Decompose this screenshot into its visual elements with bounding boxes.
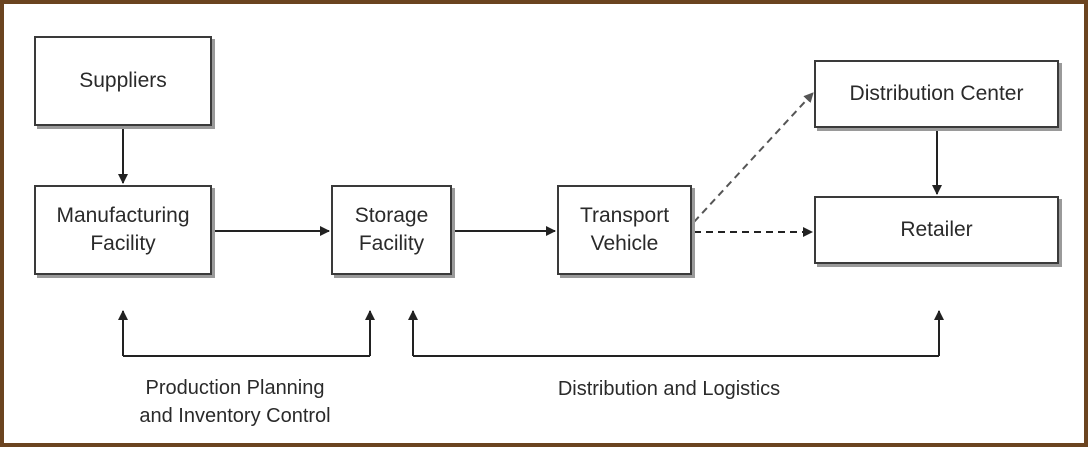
caption-distribution-logistics: Distribution and Logistics (504, 375, 834, 403)
node-transport-vehicle: Transport Vehicle (557, 185, 692, 275)
node-manufacturing-facility: Manufacturing Facility (34, 185, 212, 275)
node-retailer-label: Retailer (900, 218, 973, 241)
node-suppliers: Suppliers (34, 36, 212, 126)
caption-distribution-logistics-line1: Distribution and Logistics (557, 378, 781, 400)
node-transport-label-line2: Vehicle (590, 232, 659, 255)
caption-production-planning: Production Planning and Inventory Contro… (104, 374, 366, 430)
edge-transport-to-distribution-center (693, 92, 814, 223)
node-manufacturing-label-line2: Facility (90, 232, 156, 255)
connector-layer (118, 92, 944, 357)
node-retailer: Retailer (814, 196, 1059, 264)
caption-production-planning-line1: Production Planning (145, 377, 325, 399)
node-storage-facility: Storage Facility (331, 185, 452, 275)
caption-production-planning-line2: and Inventory Control (139, 405, 331, 427)
node-distribution-center-label: Distribution Center (849, 82, 1024, 105)
node-transport-label-line1: Transport (579, 204, 670, 227)
node-distribution-center: Distribution Center (814, 60, 1059, 128)
node-suppliers-label: Suppliers (79, 69, 167, 92)
node-storage-label-line1: Storage (354, 204, 429, 227)
node-storage-label-line2: Facility (358, 232, 425, 255)
node-manufacturing-label-line1: Manufacturing (56, 204, 190, 227)
